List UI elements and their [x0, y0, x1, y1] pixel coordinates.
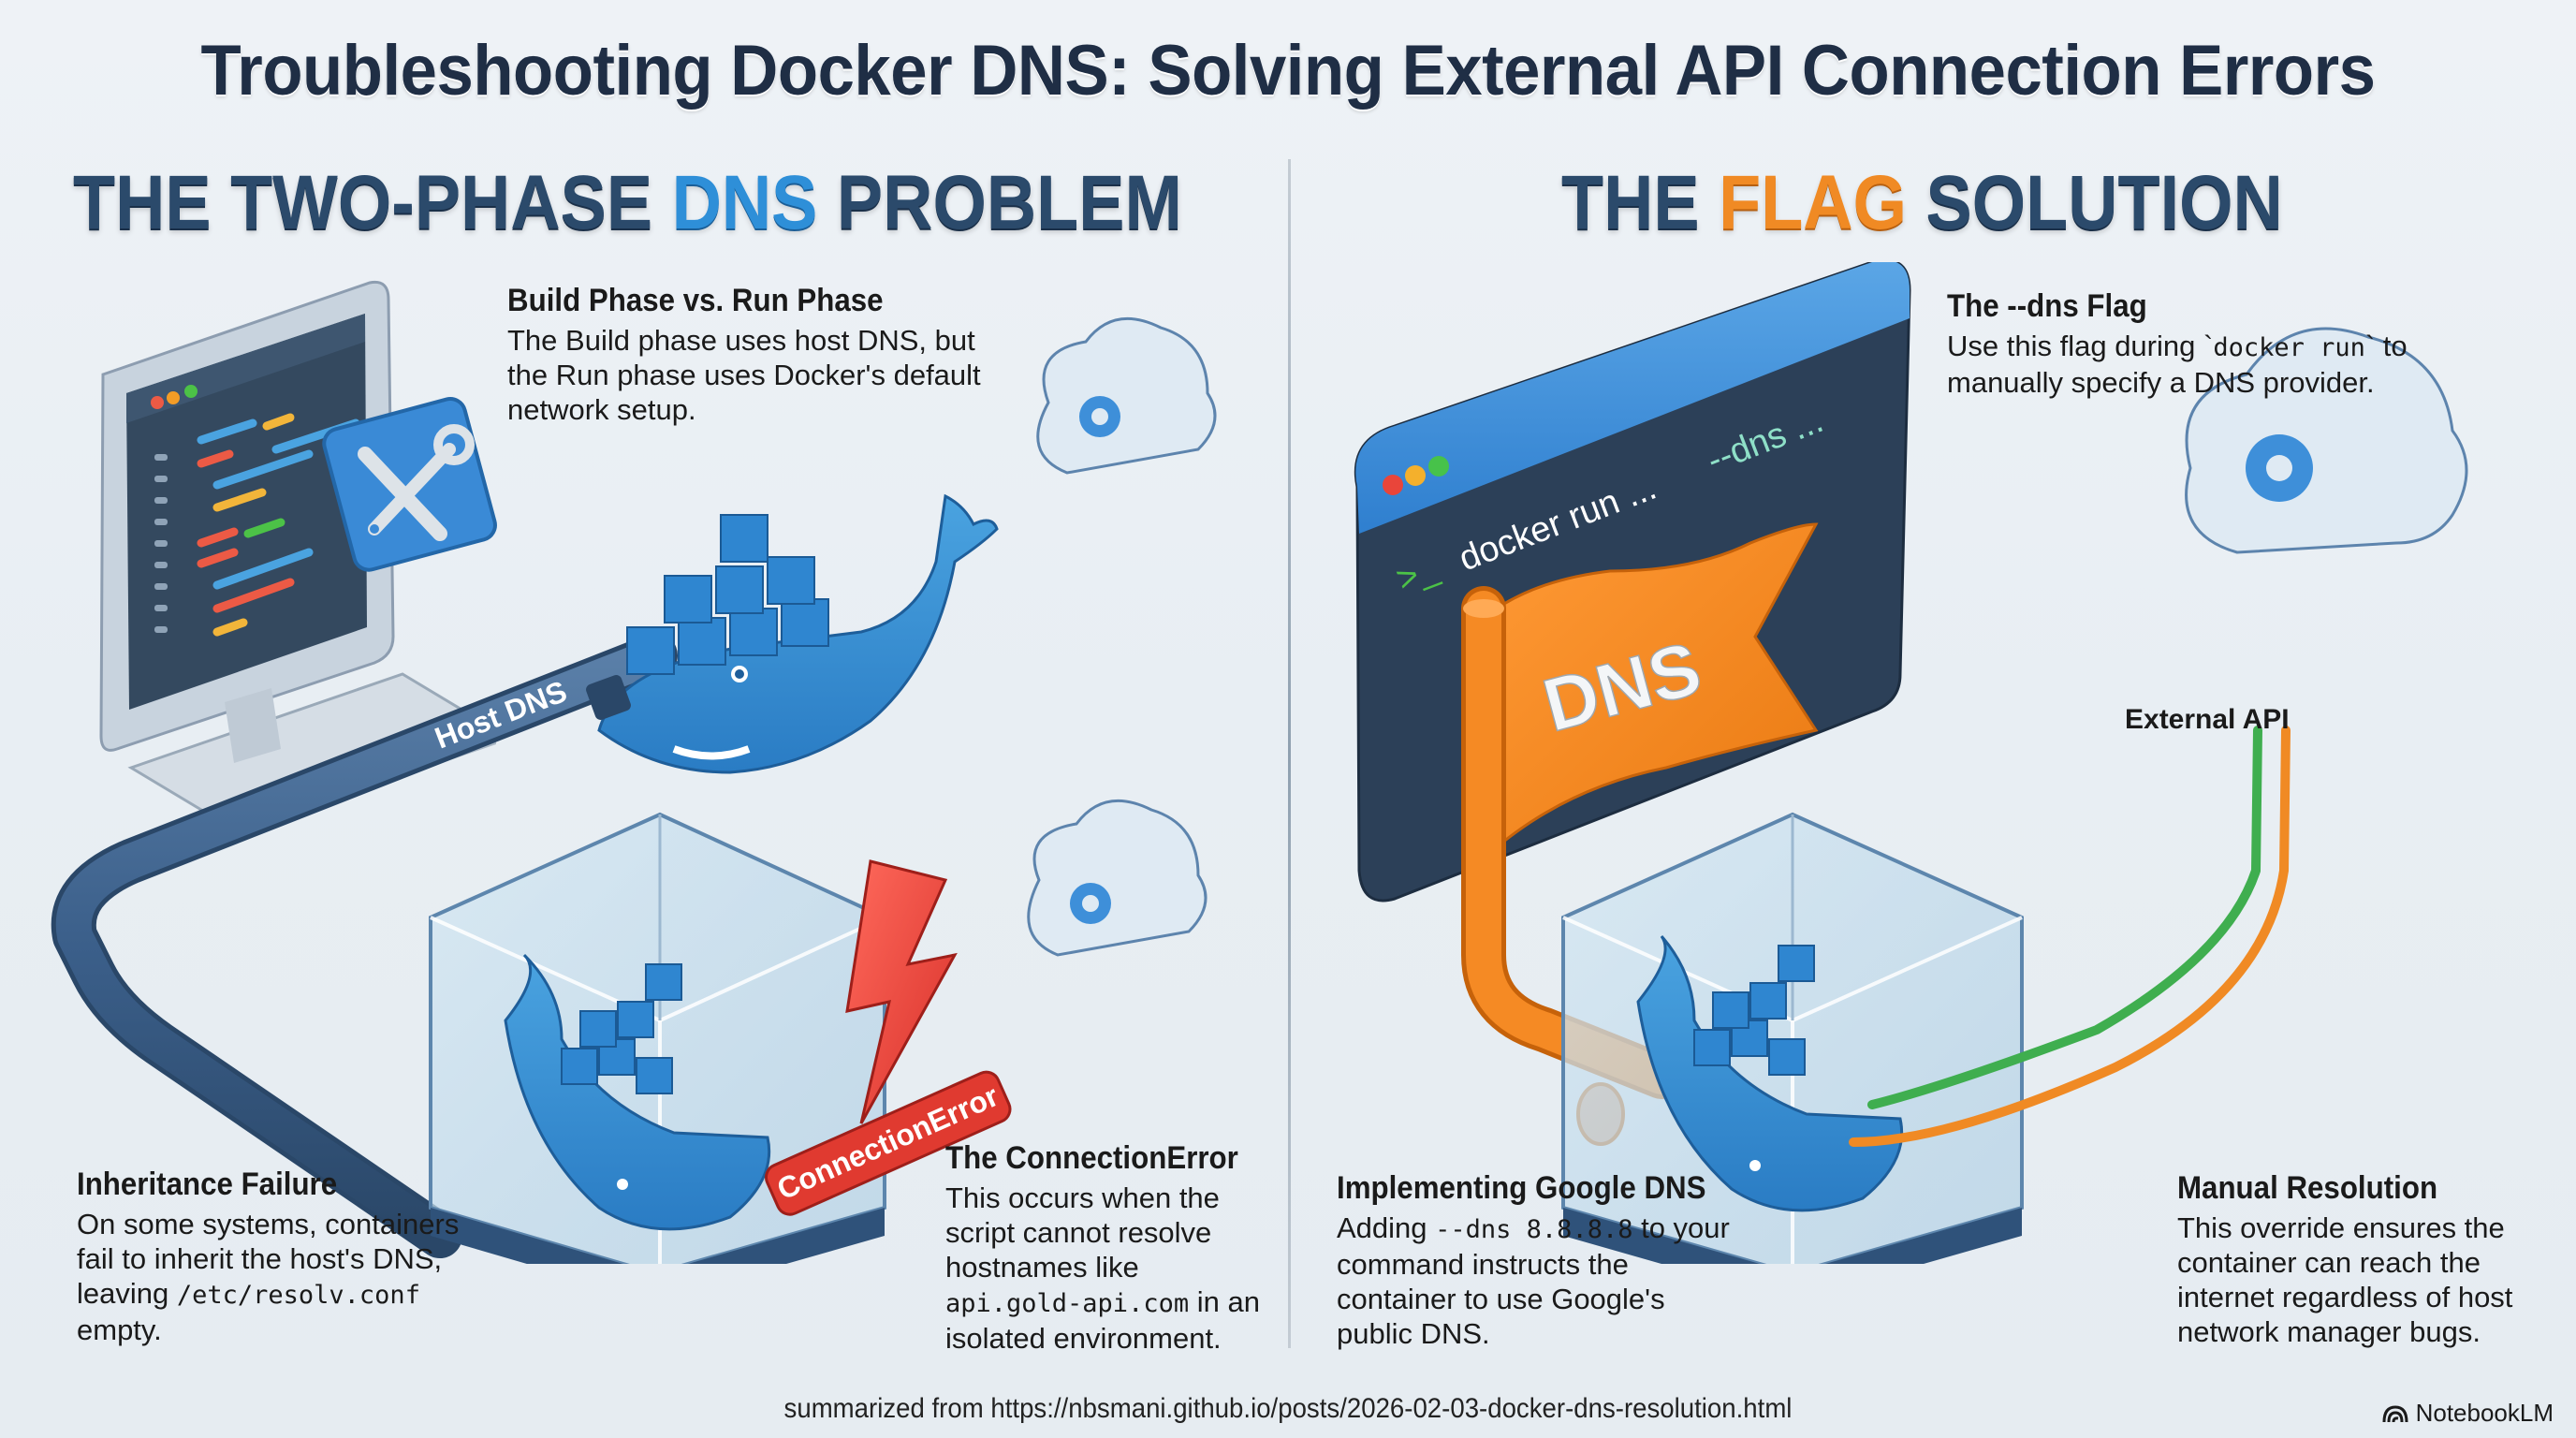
- dns-flag-icon: DNS: [1482, 522, 1819, 845]
- section-divider: [1288, 159, 1291, 1348]
- body-text: empty.: [77, 1313, 162, 1346]
- right-title-highlight: FLAG: [1719, 160, 1907, 245]
- cloud-gear-icon: [1036, 316, 1217, 475]
- brand-name: NotebookLM: [2415, 1399, 2554, 1427]
- callout-title: The ConnectionError: [945, 1140, 1238, 1176]
- left-title-prefix: THE TWO-PHASE: [73, 160, 672, 245]
- callout-title: Manual Resolution: [2177, 1170, 2438, 1206]
- code-command: docker run: [2213, 333, 2365, 362]
- callout-body: This override ensures the container can …: [2177, 1211, 2513, 1348]
- left-title-suffix: PROBLEM: [817, 160, 1182, 245]
- callout-dns-flag: The --dns Flag Use this flag during `doc…: [1947, 288, 2471, 400]
- wrench-screwdriver-icon: [322, 397, 497, 572]
- container-cube-icon: [429, 812, 886, 1264]
- code-flag: --dns 8.8.8.8: [1435, 1215, 1633, 1244]
- left-title-highlight: DNS: [671, 160, 818, 245]
- body-text: to your command instructs the container …: [1337, 1211, 1730, 1350]
- docker-whale-icon: [586, 493, 999, 774]
- main-title: Troubleshooting Docker DNS: Solving Exte…: [200, 31, 2376, 110]
- cloud-gear-icon: [1027, 799, 1208, 957]
- callout-manual-resolution: Manual Resolution This override ensures …: [2177, 1170, 2552, 1349]
- body-text: ` to manually specify a DNS provider.: [1947, 330, 2408, 399]
- callout-body: This occurs when the script cannot resol…: [945, 1181, 1273, 1356]
- external-api-label: External API: [2125, 704, 2290, 735]
- right-section-title: THE FLAG SOLUTION: [1561, 159, 2283, 247]
- callout-google-dns: Implementing Google DNS Adding --dns 8.8…: [1337, 1170, 1730, 1351]
- connection-lines: [1849, 726, 2291, 1147]
- left-illustration: Host DNS: [51, 280, 1217, 1264]
- host-dns-pipe: Host DNS: [51, 633, 678, 1258]
- left-section-title: THE TWO-PHASE DNS PROBLEM: [73, 159, 1182, 247]
- brand-logo: NotebookLM: [2382, 1399, 2554, 1428]
- right-title-suffix: SOLUTION: [1906, 160, 2283, 245]
- body-text: Use this flag during `: [1947, 330, 2214, 362]
- callout-connection-error: The ConnectionError This occurs when the…: [945, 1140, 1273, 1356]
- callout-build-vs-run: Build Phase vs. Run Phase The Build phas…: [507, 283, 1032, 427]
- container-cube-icon: [1561, 812, 2024, 1264]
- callout-body: The Build phase uses host DNS, but the R…: [507, 324, 981, 426]
- body-text: This occurs when the script cannot resol…: [945, 1181, 1220, 1284]
- callout-body: Adding --dns 8.8.8.8 to your command ins…: [1337, 1211, 1730, 1351]
- lightning-bolt-icon: [845, 859, 958, 1124]
- callout-body: Use this flag during `docker run` to man…: [1947, 329, 2471, 400]
- right-title-prefix: THE: [1561, 160, 1720, 245]
- body-text: in an isolated environment.: [945, 1285, 1260, 1355]
- right-illustration: >_ docker run ... --dns ... DNS: [1354, 262, 2468, 1264]
- body-text: On some systems, containers fail to inhe…: [77, 1208, 460, 1310]
- notebooklm-icon: [2382, 1404, 2408, 1422]
- callout-inheritance-failure: Inheritance Failure On some systems, con…: [77, 1167, 470, 1347]
- callout-title: The --dns Flag: [1947, 288, 2147, 324]
- body-text: Adding: [1337, 1211, 1436, 1244]
- cloud-gear-icon: [2185, 327, 2468, 554]
- code-hostname: api.gold-api.com: [945, 1289, 1190, 1318]
- callout-title: Implementing Google DNS: [1337, 1170, 1706, 1206]
- callout-title: Build Phase vs. Run Phase: [507, 283, 884, 318]
- code-path: /etc/resolv.conf: [176, 1281, 420, 1310]
- source-link[interactable]: summarized from https://nbsmani.github.i…: [783, 1393, 1793, 1424]
- callout-title: Inheritance Failure: [77, 1167, 338, 1202]
- callout-body: On some systems, containers fail to inhe…: [77, 1207, 470, 1347]
